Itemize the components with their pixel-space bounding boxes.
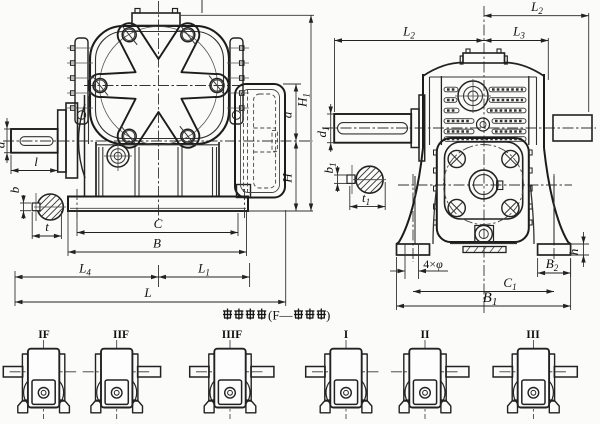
svg-text:L2: L2: [402, 24, 415, 41]
svg-text:IF: IF: [38, 329, 50, 341]
svg-text:IIF: IIF: [113, 329, 129, 341]
svg-text:B: B: [153, 236, 161, 251]
svg-text:L: L: [143, 285, 151, 300]
svg-text:I: I: [344, 329, 349, 341]
svg-text:H: H: [280, 173, 295, 184]
svg-text:B1: B1: [483, 290, 498, 308]
svg-text:t1: t1: [362, 190, 370, 207]
svg-text:t: t: [45, 219, 49, 234]
svg-text:IIIF: IIIF: [222, 329, 242, 341]
svg-text:C: C: [154, 216, 163, 231]
svg-text:L3: L3: [512, 24, 525, 41]
svg-text:): ): [326, 308, 330, 323]
svg-text:B2: B2: [546, 256, 559, 273]
svg-text:L4: L4: [78, 261, 91, 278]
svg-text:L1: L1: [197, 261, 210, 278]
svg-text:h: h: [566, 249, 581, 256]
svg-text:a: a: [280, 111, 295, 118]
svg-text:l: l: [34, 154, 38, 169]
svg-text:d: d: [0, 141, 8, 148]
svg-text:III: III: [526, 329, 540, 341]
svg-text:II: II: [421, 329, 430, 341]
svg-text:C1: C1: [503, 275, 516, 292]
svg-text:H1: H1: [295, 93, 312, 108]
svg-text:L2: L2: [530, 0, 543, 16]
svg-text:b1: b1: [321, 163, 338, 174]
svg-text:(F—: (F—: [268, 308, 294, 323]
svg-text:d1: d1: [314, 127, 331, 138]
svg-text:4×φ: 4×φ: [423, 257, 443, 271]
svg-text:b: b: [7, 186, 22, 193]
